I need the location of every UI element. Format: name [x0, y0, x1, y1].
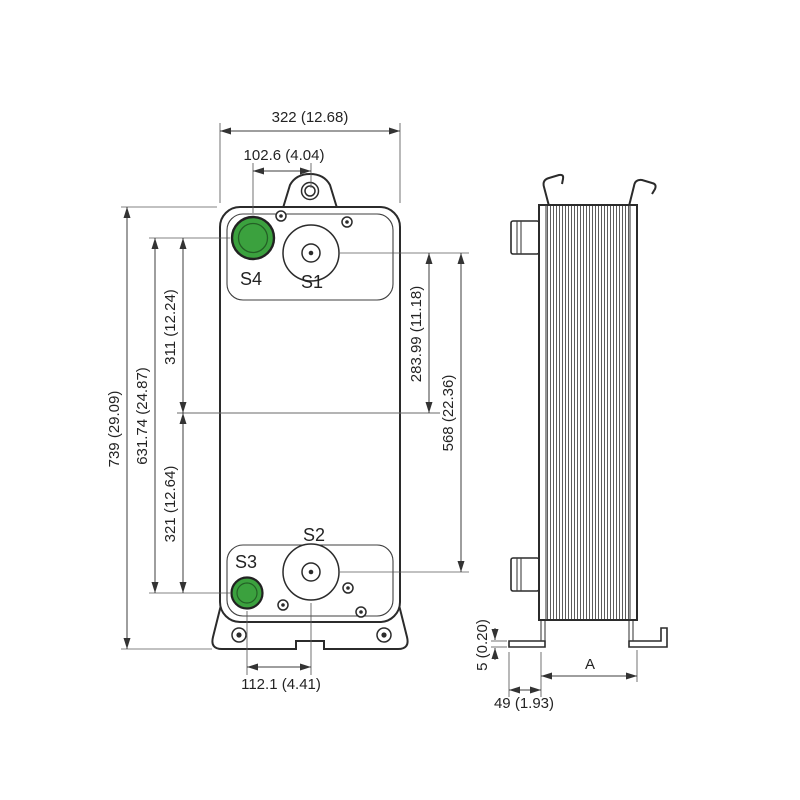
dim-depth-a-label: A — [585, 656, 595, 673]
foot-hole-right — [376, 627, 392, 643]
bolt-hole — [341, 216, 353, 228]
dim-s1-to-s2: 568 (22.36) — [340, 253, 469, 573]
port-s4 — [230, 215, 276, 261]
dim-overall-width-label: 322 (12.68) — [272, 109, 349, 126]
dim-foot-length: 49 (1.93) — [494, 652, 554, 712]
dim-s4-to-mid-label: 311 (12.24) — [162, 289, 179, 365]
dim-s1-to-s2-label: 568 (22.36) — [440, 375, 457, 452]
dim-s4-to-s3-label: 631.74 (24.87) — [134, 367, 151, 465]
bracket-hole — [300, 181, 320, 201]
foot-hole-left — [231, 627, 247, 643]
plate-ribs — [546, 206, 630, 619]
front-view: S4 S1 S2 S3 — [211, 172, 409, 650]
body-outline — [219, 206, 401, 623]
dim-overall-width: 322 (12.68) — [219, 109, 401, 203]
side-view — [508, 173, 668, 648]
dim-foot-thickness-label: 5 (0.20) — [474, 619, 491, 671]
dim-s1-to-mid-label: 283.99 (11.18) — [408, 286, 425, 382]
dim-port-offset-top: 102.6 (4.04) — [244, 147, 325, 213]
bolt-hole — [355, 606, 367, 618]
dim-foot-length-label: 49 (1.93) — [494, 695, 554, 712]
side-foot-left — [508, 640, 546, 648]
dim-foot-thickness: 5 (0.20) — [474, 619, 507, 671]
port-s2 — [282, 543, 340, 601]
port-s1-label: S1 — [301, 272, 323, 292]
dim-bottom-offset-label: 112.1 (4.41) — [241, 676, 321, 693]
side-foot-right — [628, 627, 668, 648]
dim-s4-to-s3: 631.74 (24.87) — [134, 237, 230, 594]
bolt-hole — [275, 210, 287, 222]
port-s3-label: S3 — [235, 552, 257, 572]
dim-overall-height: 739 (29.09) — [106, 206, 217, 650]
bolt-hole — [277, 599, 289, 611]
port-s3 — [230, 576, 264, 610]
upper-port-region — [226, 213, 394, 301]
connector-top — [510, 220, 540, 255]
dim-mid-to-s3: 321 (12.64) — [162, 413, 187, 593]
dim-port-offset-top-label: 102.6 (4.04) — [244, 147, 325, 164]
dim-mid-to-s3-label: 321 (12.64) — [162, 466, 179, 543]
top-hook-left — [542, 173, 565, 207]
dim-overall-height-label: 739 (29.09) — [106, 391, 123, 468]
dim-s4-to-mid: 311 (12.24) — [162, 238, 187, 413]
port-s1 — [282, 224, 340, 282]
dim-depth-a: A — [540, 650, 638, 697]
dim-bottom-offset: 112.1 (4.41) — [241, 603, 321, 693]
dim-s1-to-mid: 283.99 (11.18) — [340, 252, 469, 413]
bolt-hole — [342, 582, 354, 594]
port-s4-label: S4 — [240, 269, 262, 289]
top-hook-right — [628, 178, 657, 207]
port-s2-label: S2 — [303, 525, 325, 545]
connector-bottom — [510, 557, 540, 592]
